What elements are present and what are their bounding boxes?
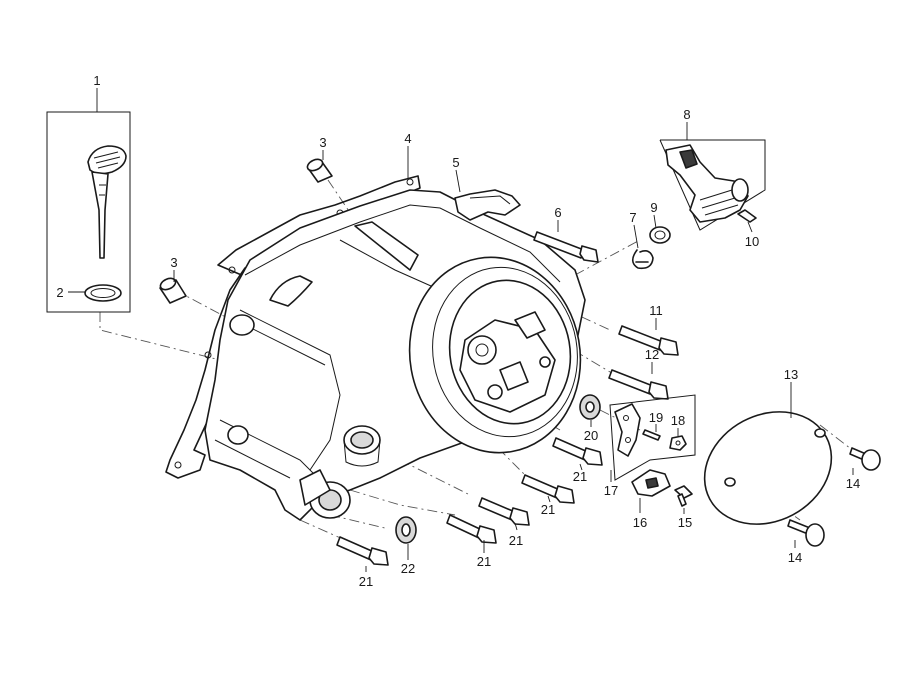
label-part-6: 6 xyxy=(554,205,561,220)
seal-22 xyxy=(395,516,417,544)
label-part-2: 2 xyxy=(56,285,63,300)
bolt-21-a xyxy=(552,437,603,466)
label-part-15: 15 xyxy=(678,515,692,530)
oil-dipstick xyxy=(87,145,127,259)
label-part-1: 1 xyxy=(93,73,100,88)
label-part-21-d: 21 xyxy=(477,554,491,569)
kick-starter-lever xyxy=(665,144,749,223)
label-part-21-e: 21 xyxy=(359,574,373,589)
part-number-labels: 1 2 3 3 4 5 6 7 8 9 10 11 12 13 14 14 15… xyxy=(56,73,860,589)
label-part-7: 7 xyxy=(629,210,636,225)
label-part-9: 9 xyxy=(650,200,657,215)
label-part-17: 17 xyxy=(604,483,618,498)
label-part-22: 22 xyxy=(401,561,415,576)
label-part-11: 11 xyxy=(649,303,663,318)
label-part-5: 5 xyxy=(452,155,459,170)
bolt-11 xyxy=(618,325,679,356)
nut-18 xyxy=(669,435,687,451)
inspection-cover-13 xyxy=(703,411,833,525)
bolt-21-b xyxy=(521,474,575,504)
label-part-21-c: 21 xyxy=(509,533,523,548)
spring-washer xyxy=(631,249,654,270)
screw-15 xyxy=(674,485,693,507)
label-part-14-upper: 14 xyxy=(846,476,860,491)
bolt-21-e xyxy=(336,536,389,566)
pin-19 xyxy=(642,429,661,441)
small-bolt-10 xyxy=(737,209,757,223)
label-part-16: 16 xyxy=(633,515,647,530)
bolt-21-d xyxy=(446,514,497,544)
o-ring xyxy=(84,284,122,302)
label-part-10: 10 xyxy=(745,234,759,249)
leader-lines xyxy=(68,88,854,572)
label-part-12: 12 xyxy=(645,347,659,362)
dowel-pin-lower xyxy=(159,277,187,304)
label-part-20: 20 xyxy=(584,428,598,443)
bolt-12 xyxy=(608,369,669,400)
dipstick-group xyxy=(46,111,131,313)
cover-bracket xyxy=(454,189,521,221)
crankcase-cover xyxy=(204,189,586,521)
lock-plate xyxy=(614,403,641,457)
lock-plate-group xyxy=(609,394,696,481)
screw-14-lower xyxy=(787,519,825,547)
seal-20 xyxy=(579,394,601,420)
label-part-14-lower: 14 xyxy=(788,550,802,565)
bolt-21-c xyxy=(478,497,530,526)
dowel-pin-upper xyxy=(306,158,333,183)
label-part-8: 8 xyxy=(683,107,690,122)
label-part-13: 13 xyxy=(784,367,798,382)
label-part-3-lower: 3 xyxy=(170,255,177,270)
bolt-6 xyxy=(533,231,599,263)
label-part-21-b: 21 xyxy=(541,502,555,517)
screw-14-upper xyxy=(849,447,881,471)
label-part-3-upper: 3 xyxy=(319,135,326,150)
label-part-4: 4 xyxy=(404,131,411,146)
label-part-18: 18 xyxy=(671,413,685,428)
kick-starter-group xyxy=(659,139,766,231)
oil-seal xyxy=(649,226,671,244)
label-part-19: 19 xyxy=(649,410,663,425)
label-part-21-a: 21 xyxy=(573,469,587,484)
cam-plate-16 xyxy=(631,469,671,497)
